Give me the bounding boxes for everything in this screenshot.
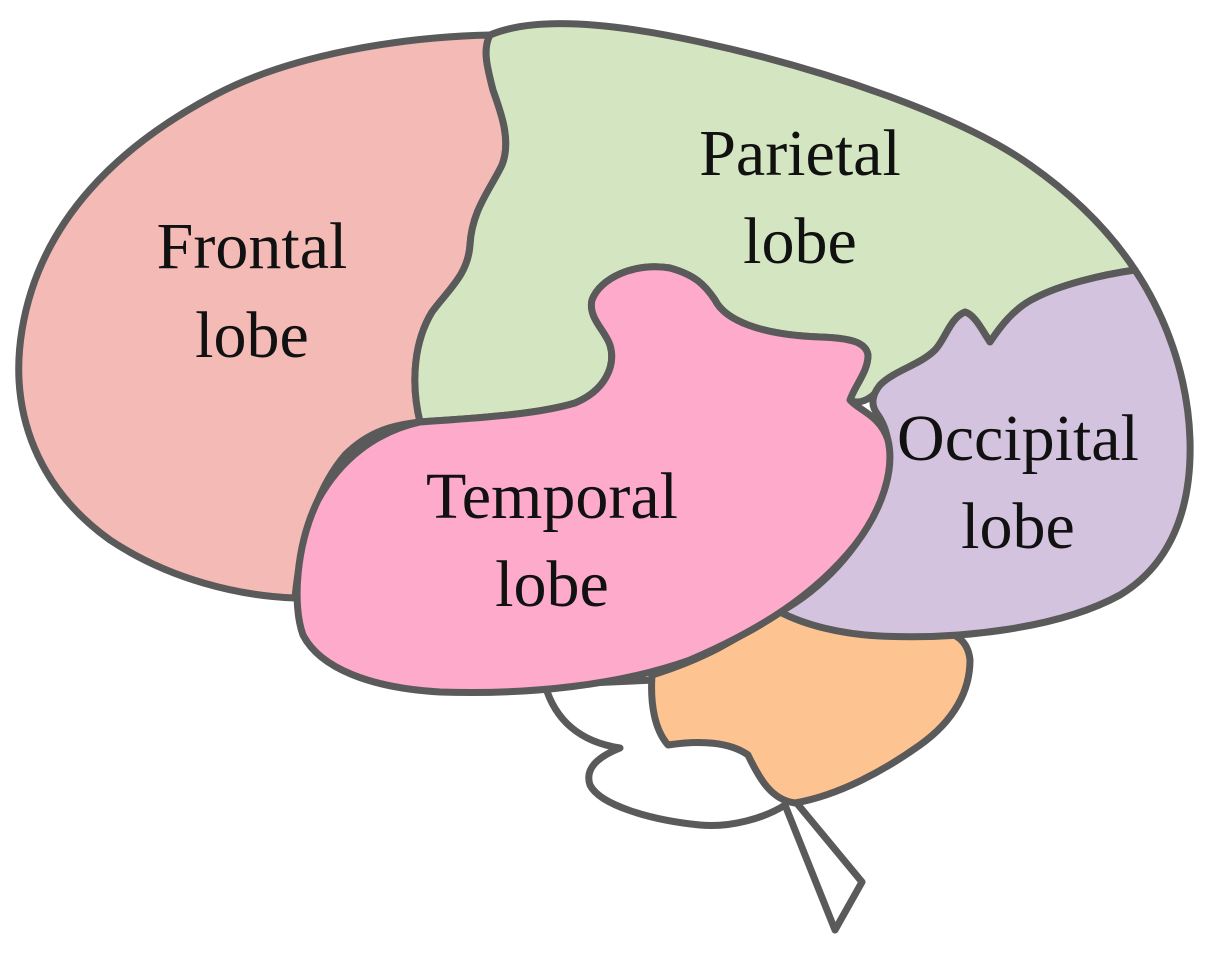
temporal-lobe-label: Temporal lobe <box>426 460 678 621</box>
temporal-lobe-label-line1: Temporal <box>426 460 678 533</box>
brainstem-region <box>541 676 866 934</box>
occipital-lobe-label-line1: Occipital <box>897 402 1139 475</box>
parietal-lobe-label-line2: lobe <box>743 205 857 278</box>
parietal-lobe-label: Parietal lobe <box>699 117 901 278</box>
occipital-lobe-label: Occipital lobe <box>897 402 1139 563</box>
temporal-lobe-region <box>293 263 894 697</box>
frontal-lobe-label: Frontal lobe <box>157 210 348 372</box>
frontal-lobe-label-line1: Frontal <box>157 210 348 283</box>
temporal-lobe-label-line2: lobe <box>495 548 609 621</box>
occipital-lobe-label-line2: lobe <box>961 490 1075 563</box>
frontal-lobe-label-line2: lobe <box>195 299 309 372</box>
parietal-lobe-label-line1: Parietal <box>699 117 901 190</box>
